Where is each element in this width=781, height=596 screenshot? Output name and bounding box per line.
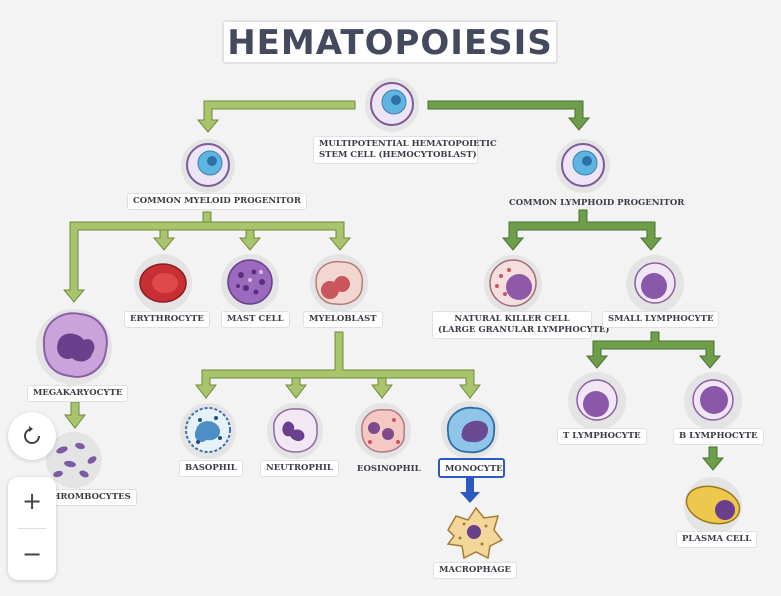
monocyte-to-macrophage-arrow bbox=[460, 478, 480, 503]
common-lymphoid-progenitor-cell bbox=[556, 139, 610, 193]
plasma-cell-label: PLASMA CELL bbox=[676, 531, 758, 548]
eosinophil-cell bbox=[355, 403, 411, 459]
nk-cell-label-line2: (LARGE GRANULAR LYMPHOCYTE) bbox=[438, 325, 610, 335]
myeloid-arrows bbox=[62, 100, 482, 429]
thrombocytes-cell bbox=[46, 432, 102, 488]
t-lymphocyte-cell bbox=[568, 372, 626, 430]
hsc-label-line1: MULTIPOTENTIAL HEMATOPOIETIC bbox=[319, 139, 497, 149]
zoom-controls: + − bbox=[8, 477, 56, 580]
mast-cell-label: MAST CELL bbox=[221, 311, 290, 328]
t-lymphocyte-label: T LYMPHOCYTE bbox=[557, 428, 647, 445]
myeloblast-label: MYELOBLAST bbox=[303, 311, 383, 328]
cmp-label: COMMON MYELOID PROGENITOR bbox=[127, 193, 307, 210]
nk-cell-label-line1: NATURAL KILLER CELL bbox=[454, 314, 570, 324]
neutrophil-label: NEUTROPHIL bbox=[260, 460, 339, 477]
macrophage-label: MACROPHAGE bbox=[433, 562, 517, 579]
natural-killer-cell bbox=[484, 255, 542, 313]
small-lymphocyte-label: SMALL LYMPHOCYTE bbox=[602, 311, 720, 328]
clp-label: COMMON LYMPHOID PROGENITOR bbox=[509, 198, 685, 208]
nk-cell-label: NATURAL KILLER CELL (LARGE GRANULAR LYMP… bbox=[432, 311, 610, 339]
zoom-divider bbox=[18, 528, 46, 529]
basophil-label: BASOPHIL bbox=[179, 460, 243, 477]
hsc-label-line2: STEM CELL (HEMOCYTOBLAST) bbox=[319, 150, 477, 160]
macrophage-cell bbox=[446, 506, 504, 560]
page-title: HEMATOPOIESIS bbox=[222, 20, 558, 64]
myeloblast-cell bbox=[310, 254, 368, 312]
erythrocyte-label: ERYTHROCYTE bbox=[124, 311, 210, 328]
megakaryocyte-label: MEGAKARYOCYTE bbox=[27, 385, 129, 402]
monocyte-label-selected[interactable]: MONOCYTE bbox=[438, 458, 505, 478]
b-lymphocyte-label: B LYMPHOCYTE bbox=[673, 428, 764, 445]
mast-cell-cell bbox=[221, 254, 279, 312]
lymphoid-arrows bbox=[427, 100, 725, 471]
megakaryocyte-cell bbox=[36, 309, 112, 385]
hemocytoblast-cell bbox=[365, 78, 419, 132]
b-lymphocyte-cell bbox=[684, 372, 742, 430]
zoom-in-button[interactable]: + bbox=[21, 487, 43, 515]
small-lymphocyte-cell bbox=[626, 255, 684, 313]
rotate-icon bbox=[8, 412, 56, 460]
eosinophil-label: EOSINOPHIL bbox=[357, 464, 421, 474]
hsc-label: MULTIPOTENTIAL HEMATOPOIETIC STEM CELL (… bbox=[313, 136, 497, 164]
basophil-cell bbox=[180, 403, 236, 459]
reset-view-button[interactable] bbox=[8, 412, 56, 460]
neutrophil-cell bbox=[267, 403, 323, 459]
common-myeloid-progenitor-cell bbox=[181, 139, 235, 193]
erythrocyte-cell bbox=[134, 254, 192, 312]
plasma-cell-cell bbox=[684, 477, 742, 535]
zoom-out-button[interactable]: − bbox=[21, 540, 43, 568]
monocyte-cell bbox=[441, 401, 499, 459]
